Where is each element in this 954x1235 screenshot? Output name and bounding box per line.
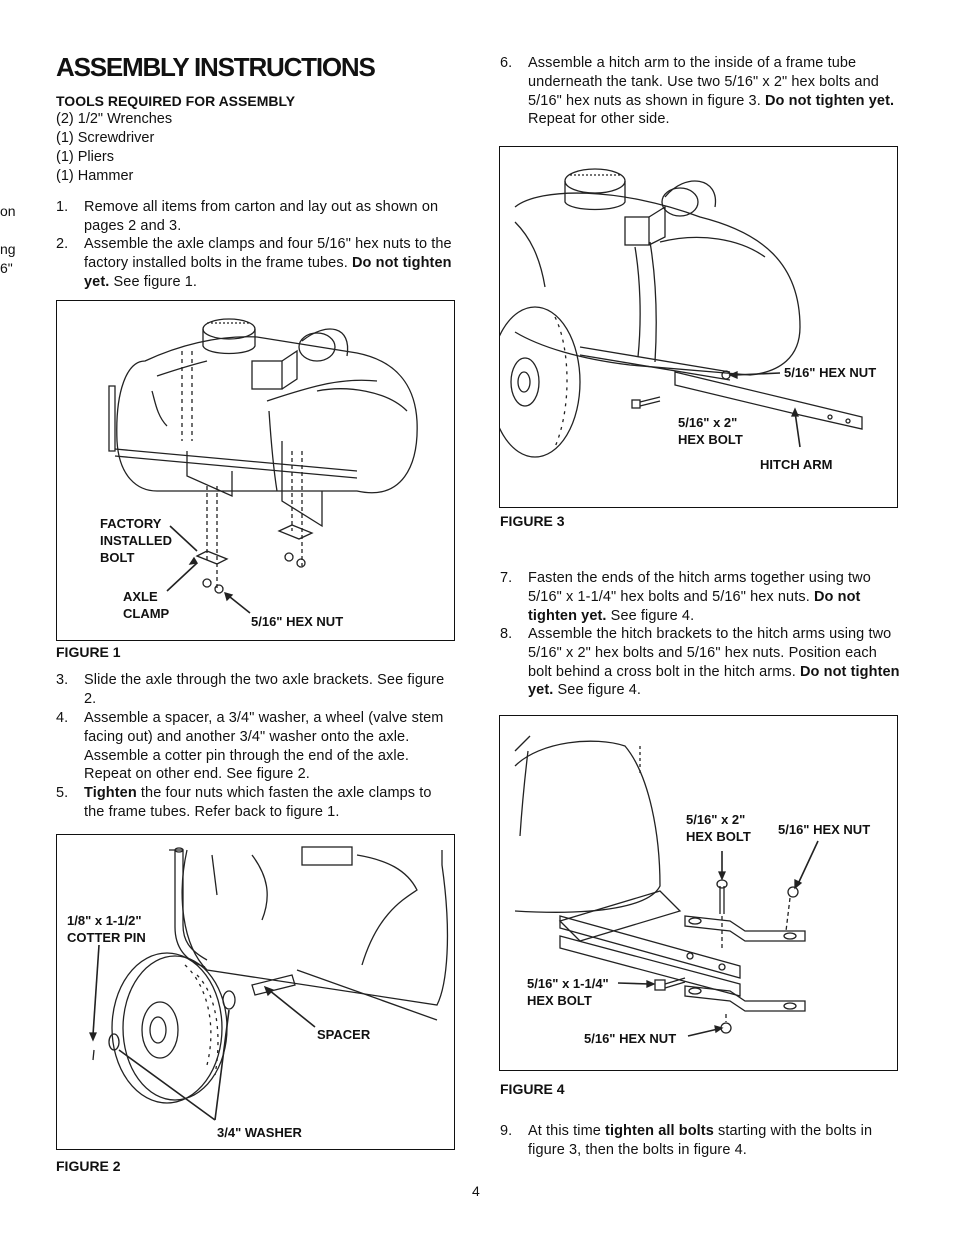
- step-text: Assemble the hitch brackets to the hitch…: [528, 626, 892, 680]
- step-text: See figure 4.: [606, 607, 695, 624]
- step-text: See figure 4.: [553, 682, 642, 699]
- step-warning: Do not tighten yet.: [528, 663, 900, 699]
- step-7: 7. Fasten the ends of the hitch arms tog…: [500, 569, 900, 625]
- hitch-bracket-illustration: [514, 735, 819, 1037]
- step-warning: tighten all bolts: [605, 1123, 714, 1139]
- washer-label: 3/4" WASHER: [217, 1125, 302, 1140]
- step-warning: Do not tighten yet.: [84, 254, 452, 290]
- hex-bolt-label: 5/16" x 2" HEX BOLT: [678, 415, 743, 447]
- page-number: 4: [472, 1183, 480, 1199]
- step-number: 2.: [56, 236, 69, 252]
- step-warning: Tighten: [84, 785, 137, 801]
- hex-nut-bottom-label: 5/16" HEX NUT: [584, 1031, 677, 1046]
- step-6: 6. Assemble a hitch arm to the inside of…: [500, 54, 900, 129]
- tools-heading: TOOLS REQUIRED FOR ASSEMBLY: [56, 93, 296, 109]
- tool-item: (1) Hammer: [56, 168, 134, 184]
- step-text: Fasten the ends of the hitch arms togeth…: [528, 570, 871, 605]
- step-number: 6.: [500, 55, 513, 71]
- step-text: Remove all items from carton and lay out…: [84, 199, 439, 234]
- step-text: Assemble a spacer, a 3/4" washer, a whee…: [84, 710, 444, 783]
- step-number: 8.: [500, 626, 513, 642]
- figure-4: 5/16" x 2" HEX BOLT 5/16" HEX NUT 5/16" …: [499, 715, 898, 1071]
- factory-bolt-label: FACTORY INSTALLED BOLT: [100, 516, 172, 565]
- margin-fragment: on: [0, 203, 16, 219]
- step-text: Assemble a hitch arm to the inside of a …: [528, 55, 879, 109]
- step-number: 4.: [56, 710, 69, 726]
- step-3: 3. Slide the axle through the two axle b…: [56, 671, 456, 709]
- figure-2: 1/8" x 1-1/2" COTTER PIN SPACER 3/4" WAS…: [56, 834, 455, 1150]
- page-title: ASSEMBLY INSTRUCTIONS: [56, 52, 376, 82]
- tool-item: (1) Pliers: [56, 149, 115, 165]
- figure-1: FACTORY INSTALLED BOLT AXLE CLAMP 5/16" …: [56, 300, 455, 641]
- step-4: 4. Assemble a spacer, a 3/4" washer, a w…: [56, 709, 456, 784]
- hitch-arm-illustration: [500, 168, 863, 458]
- step-text: Repeat for other side.: [528, 111, 670, 128]
- step-9: 9. At this time tighten all bolts starti…: [500, 1122, 900, 1160]
- step-text: Slide the axle through the two axle brac…: [84, 672, 445, 707]
- step-number: 9.: [500, 1123, 513, 1139]
- figure-4-caption: FIGURE 4: [500, 1081, 565, 1097]
- margin-fragment: 6": [0, 260, 13, 276]
- figure-3-caption: FIGURE 3: [500, 513, 565, 529]
- step-warning: Do not tighten yet.: [764, 92, 895, 109]
- figure-2-caption: FIGURE 2: [56, 1158, 121, 1174]
- step-warning: Do not tighten yet.: [528, 588, 861, 624]
- step-number: 1.: [56, 199, 69, 215]
- step-text: the four nuts which fasten the axle clam…: [84, 785, 432, 820]
- hex-bolt-label: 5/16" x 2" HEX BOLT: [686, 812, 751, 844]
- wheel-axle-illustration: [89, 846, 449, 1121]
- tool-item: (1) Screwdriver: [56, 130, 155, 146]
- cotter-pin-label: 1/8" x 1-1/2" COTTER PIN: [67, 913, 146, 945]
- hex-bolt-short-label: 5/16" x 1-1/4" HEX BOLT: [527, 976, 609, 1008]
- step-1: 1. Remove all items from carton and lay …: [56, 198, 456, 236]
- step-number: 3.: [56, 672, 69, 688]
- tools-list: (2) 1/2" Wrenches (1) Screwdriver (1) Pl…: [56, 110, 172, 186]
- hex-nut-label: 5/16" HEX NUT: [784, 365, 877, 380]
- figure-1-caption: FIGURE 1: [56, 644, 121, 660]
- step-5: 5. Tighten the four nuts which fasten th…: [56, 784, 456, 822]
- step-text: Assemble the axle clamps and four 5/16" …: [84, 236, 452, 271]
- step-text: At this time: [528, 1123, 606, 1139]
- step-8: 8. Assemble the hitch brackets to the hi…: [500, 625, 900, 700]
- tank-axle-clamp-illustration: [108, 318, 418, 614]
- step-text: starting with the bolts in figure 3, the…: [528, 1123, 873, 1158]
- spacer-label: SPACER: [317, 1027, 371, 1042]
- step-2: 2. Assemble the axle clamps and four 5/1…: [56, 235, 456, 291]
- tool-item: (2) 1/2" Wrenches: [56, 111, 173, 127]
- step-number: 7.: [500, 570, 513, 586]
- axle-clamp-label: AXLE CLAMP: [123, 589, 170, 621]
- step-number: 5.: [56, 785, 69, 801]
- hex-nut-label: 5/16" HEX NUT: [251, 614, 344, 629]
- hex-nut-top-label: 5/16" HEX NUT: [778, 822, 871, 837]
- hitch-arm-label: HITCH ARM: [760, 457, 833, 472]
- margin-fragment: ng: [0, 241, 16, 257]
- figure-3: 5/16" HEX NUT 5/16" x 2" HEX BOLT HITCH …: [499, 146, 898, 508]
- step-text: See figure 1.: [109, 273, 198, 290]
